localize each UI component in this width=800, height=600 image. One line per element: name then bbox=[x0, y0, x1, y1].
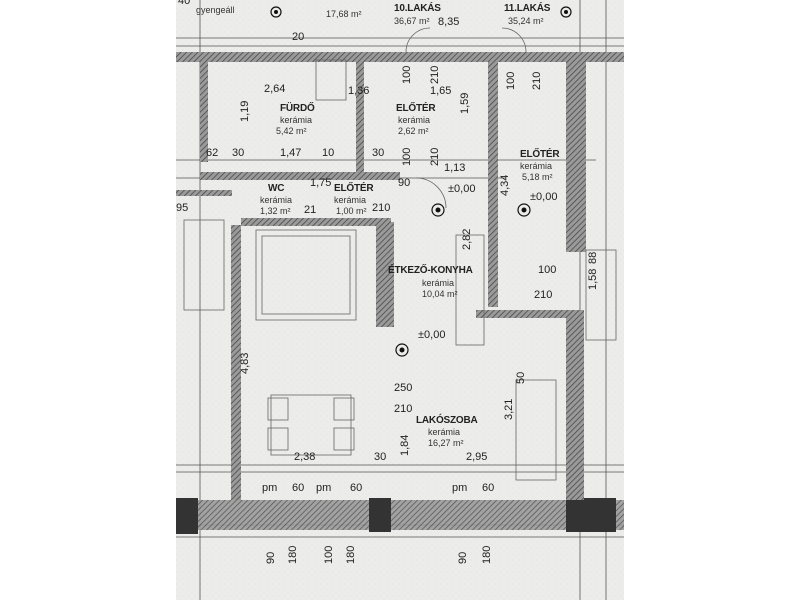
vdim-2-82: 2,82 bbox=[461, 228, 473, 250]
floor-plan: 40 gyengeáll 17,68 m² 10.LAKÁS 36,67 m² … bbox=[176, 0, 624, 600]
dim-1-13: 1,13 bbox=[444, 162, 466, 174]
apt11-title: 11.LAKÁS bbox=[504, 3, 551, 14]
dim-60a: 60 bbox=[292, 482, 305, 494]
room-furdo-area: 5,42 m² bbox=[276, 126, 307, 136]
dim-210d: 210 bbox=[534, 289, 553, 301]
room-wc-material: kerámia bbox=[260, 195, 293, 205]
dim-90: 90 bbox=[398, 177, 411, 189]
vdim-door-210a: 210 bbox=[429, 65, 441, 84]
apt11-area: 35,24 m² bbox=[508, 16, 544, 26]
dim-250: 250 bbox=[394, 382, 413, 394]
furniture bbox=[183, 27, 617, 481]
room-lakoszoba-name: LAKÓSZOBA bbox=[416, 415, 478, 426]
room-wc-area: 1,32 m² bbox=[260, 206, 291, 216]
vdim-1-84: 1,84 bbox=[399, 434, 411, 456]
dim-21a: 21 bbox=[304, 204, 317, 216]
dim-60c: 60 bbox=[482, 482, 495, 494]
bottom-dim-1: 90 bbox=[265, 551, 277, 564]
top-area-left: 17,68 m² bbox=[326, 9, 362, 19]
vdim-88: 88 bbox=[587, 251, 599, 264]
dim-210e: 210 bbox=[394, 403, 413, 415]
pm-label-1: pm bbox=[262, 482, 278, 494]
dim-1-47: 1,47 bbox=[280, 147, 302, 159]
dim-30a: 30 bbox=[232, 147, 245, 159]
dim-210c: 210 bbox=[372, 202, 391, 214]
vdim-top-210: 210 bbox=[531, 71, 543, 90]
apt10-dim: 8,35 bbox=[438, 16, 460, 28]
vdim-door-210b: 210 bbox=[429, 147, 441, 166]
dim-2-38: 2,38 bbox=[294, 451, 316, 463]
room-eloter2-name: ELŐTÉR bbox=[520, 149, 560, 160]
plan-drawing bbox=[176, 0, 624, 600]
room-eloter3-name: ELŐTÉR bbox=[334, 183, 374, 194]
level-markers bbox=[270, 6, 572, 357]
dim-1-75: 1,75 bbox=[310, 177, 332, 189]
bottom-dim-4: 180 bbox=[345, 545, 357, 564]
room-furdo-name: FÜRDŐ bbox=[280, 103, 315, 114]
room-furdo-material: kerámia bbox=[280, 115, 313, 125]
corner-number: 40 bbox=[178, 0, 191, 7]
bottom-dim-2: 180 bbox=[287, 545, 299, 564]
level-label-1: ±0,00 bbox=[418, 329, 446, 341]
dim-1-65: 1,65 bbox=[430, 85, 452, 97]
vdim-top-100: 100 bbox=[505, 71, 517, 90]
bottom-dim-6: 180 bbox=[481, 545, 493, 564]
dim-60b: 60 bbox=[350, 482, 363, 494]
vdim-1-58: 1,58 bbox=[587, 268, 599, 290]
small-number: 20 bbox=[292, 31, 305, 43]
room-lakoszoba-material: kerámia bbox=[428, 427, 461, 437]
room-eloter1-material: kerámia bbox=[398, 115, 431, 125]
level-label-2: ±0,00 bbox=[448, 183, 476, 195]
corner-text: gyengeáll bbox=[196, 5, 235, 15]
vdim-4-83: 4,83 bbox=[239, 352, 251, 374]
room-eloter2-area: 5,18 m² bbox=[522, 172, 553, 182]
level-label-3: ±0,00 bbox=[530, 191, 558, 203]
vdim-50: 50 bbox=[515, 371, 527, 384]
dim-1-36: 1,36 bbox=[348, 85, 370, 97]
pm-label-2: pm bbox=[316, 482, 332, 494]
dim-95: 95 bbox=[176, 202, 189, 214]
dim-2-95: 2,95 bbox=[466, 451, 488, 463]
vdim-1-19: 1,19 bbox=[239, 100, 251, 122]
bottom-dim-5: 90 bbox=[457, 551, 469, 564]
room-wc-name: WC bbox=[268, 183, 285, 194]
room-etkezo-area: 10,04 m² bbox=[422, 289, 458, 299]
apt10-title: 10.LAKÁS bbox=[394, 3, 441, 14]
dim-30c: 30 bbox=[374, 451, 387, 463]
vdim-4-34: 4,34 bbox=[499, 174, 511, 196]
dim-2-64: 2,64 bbox=[264, 83, 286, 95]
room-eloter1-area: 2,62 m² bbox=[398, 126, 429, 136]
bottom-dim-3: 100 bbox=[323, 545, 335, 564]
dim-10: 10 bbox=[322, 147, 335, 159]
room-eloter3-area: 1,00 m² bbox=[336, 206, 367, 216]
room-etkezo-name: ÉTKEZŐ-KONYHA bbox=[388, 265, 473, 276]
dim-30b: 30 bbox=[372, 147, 385, 159]
vdim-3-21: 3,21 bbox=[503, 398, 515, 420]
room-eloter3-material: kerámia bbox=[334, 195, 367, 205]
room-eloter1-name: ELŐTÉR bbox=[396, 103, 436, 114]
apt10-area: 36,67 m² bbox=[394, 16, 430, 26]
vdim-door-100b: 100 bbox=[401, 147, 413, 166]
vdim-1-59: 1,59 bbox=[459, 92, 471, 114]
walls bbox=[176, 52, 624, 534]
vdim-door-100a: 100 bbox=[401, 65, 413, 84]
pm-label-3: pm bbox=[452, 482, 468, 494]
room-etkezo-material: kerámia bbox=[422, 278, 455, 288]
room-eloter2-material: kerámia bbox=[520, 161, 553, 171]
dim-62: 62 bbox=[206, 147, 219, 159]
room-lakoszoba-area: 16,27 m² bbox=[428, 438, 464, 448]
dim-100c: 100 bbox=[538, 264, 557, 276]
